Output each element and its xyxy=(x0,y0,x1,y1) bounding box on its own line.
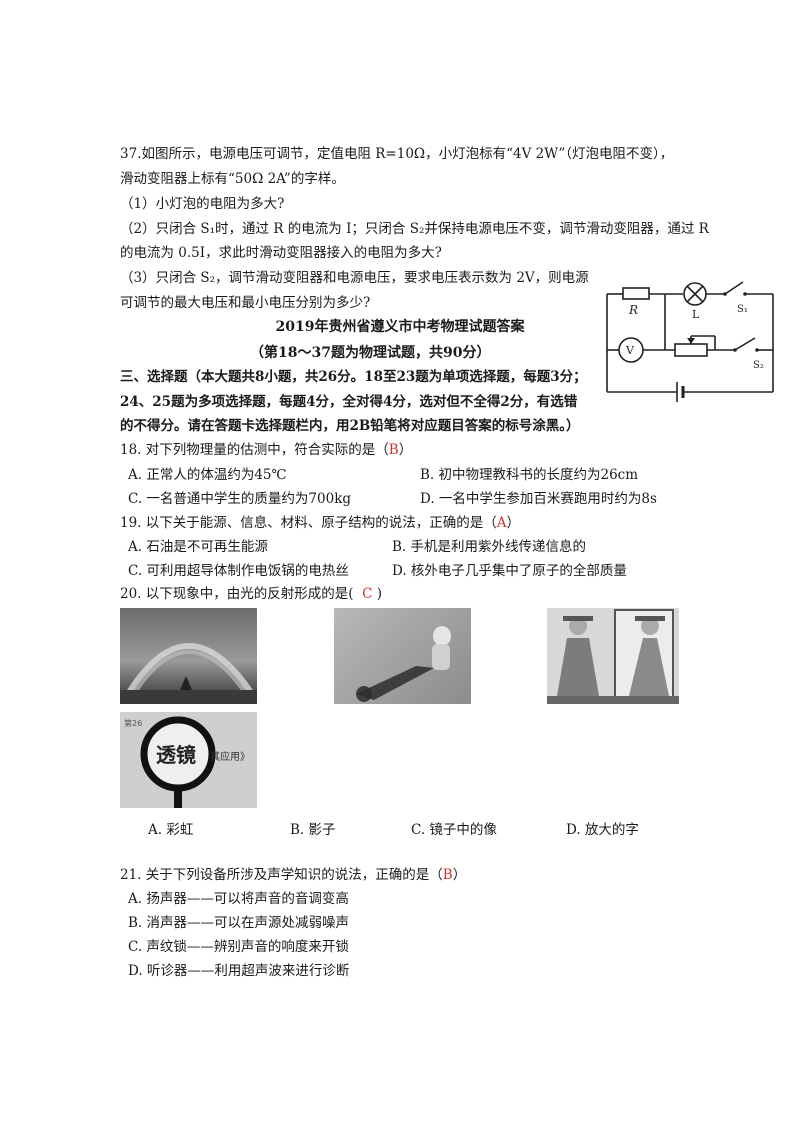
q37-line2: 滑动变阻器上标有“50Ω 2A”的字样。 xyxy=(120,171,345,187)
q20-answer: C xyxy=(362,586,373,602)
q19-option-c: C. 可利用超导体制作电饭锅的电热丝 xyxy=(128,563,349,579)
label-V: V xyxy=(625,344,635,357)
q18-option-a: A. 正常人的体温约为45℃ xyxy=(128,467,287,483)
answer-title: 2019年贵州省遵义市中考物理试题答案 xyxy=(275,319,525,335)
q20-option-a: A. 彩虹 xyxy=(148,822,194,838)
q19-answer: A xyxy=(496,515,507,531)
q21-option-a: A. 扬声器——可以将声音的音调变高 xyxy=(128,891,349,907)
switch-S1 xyxy=(724,281,744,295)
shadow-image xyxy=(334,608,471,704)
magnifier-side-text: 其应用》 xyxy=(210,750,250,763)
q37-line1: 37.如图所示，电源电压可调节，定值电阻 R=10Ω，小灯泡标有“4V 2W”（… xyxy=(120,146,674,162)
q37-part1: （1）小灯泡的电阻为多大? xyxy=(120,196,285,212)
q21-stem: 21. 关于下列设备所涉及声学知识的说法，正确的是（B） xyxy=(120,867,467,883)
magnifier-word: 透镜 xyxy=(156,743,196,767)
svg-text:第26: 第26 xyxy=(124,718,142,728)
q21-option-b: B. 消声器——可以在声源处减弱噪声 xyxy=(128,915,350,931)
section3-line2: 24、25题为多项选择题，每题4分，全对得4分，选对但不全得2分，有选错 xyxy=(120,394,578,410)
resistor-R xyxy=(622,287,650,300)
label-S2: S₂ xyxy=(753,360,764,371)
switch-S2 xyxy=(734,337,756,351)
label-S1: S₁ xyxy=(737,304,748,315)
magnifier-image: 第26 透镜 其应用》 xyxy=(120,712,257,808)
q18-option-c: C. 一名普通中学生的质量约为700kg xyxy=(128,491,352,507)
q19-option-b: B. 手机是利用紫外线传递信息的 xyxy=(392,539,587,555)
section3-line1: 三、选择题（本大题共8小题，共26分。18至23题为单项选择题，每题3分； xyxy=(120,369,587,385)
q37-part3b: 可调节的最大电压和最小电压分别为多少? xyxy=(120,295,371,311)
q18-stem: 18. 对下列物理量的估测中，符合实际的是（B） xyxy=(120,442,413,458)
q21-option-d: D. 听诊器——利用超声波来进行诊断 xyxy=(128,963,350,979)
q20-stem: 20. 以下现象中，由光的反射形成的是( C ) xyxy=(120,586,383,602)
q19-stem: 19. 以下关于能源、信息、材料、原子结构的说法，正确的是（A） xyxy=(120,515,521,531)
q37-part3a: （3）只闭合 S₂，调节滑动变阻器和电源电压，要求电压表示数为 2V，则电源 xyxy=(120,270,589,286)
section3-line3: 的不得分。请在答题卡选择题栏内，用2B铅笔将对应题目答案的标号涂黑。） xyxy=(120,418,580,434)
q19-option-d: D. 核外电子几乎集中了原子的全部质量 xyxy=(392,563,627,579)
q19-option-a: A. 石油是不可再生能源 xyxy=(128,539,268,555)
q20-option-b: B. 影子 xyxy=(290,822,336,838)
q18-option-d: D. 一名中学生参加百米赛跑用时约为8s xyxy=(420,491,657,507)
circuit-diagram: R L S₁ V S₂ xyxy=(606,281,774,402)
q18-answer: B xyxy=(388,442,399,458)
answer-subtitle: （第18～37题为物理试题，共90分） xyxy=(250,345,491,361)
q20-option-d: D. 放大的字 xyxy=(566,822,639,838)
rheostat xyxy=(674,343,708,357)
q18-option-b: B. 初中物理教科书的长度约为26cm xyxy=(420,467,639,483)
label-R: R xyxy=(628,303,638,317)
label-L: L xyxy=(692,308,700,321)
q37-part2a: （2）只闭合 S₁时，通过 R 的电流为 I；只闭合 S₂并保持电源电压不变，调… xyxy=(120,221,709,237)
q37-part2b: 的电流为 0.5I，求此时滑动变阻器接入的电阻为多大? xyxy=(120,245,442,261)
q21-answer: B xyxy=(442,867,453,883)
q21-option-c: C. 声纹锁——辨别声音的响度来开锁 xyxy=(128,939,349,955)
mirror-image xyxy=(547,608,679,704)
rainbow-image xyxy=(120,608,257,704)
q20-option-c: C. 镜子中的像 xyxy=(411,822,497,838)
